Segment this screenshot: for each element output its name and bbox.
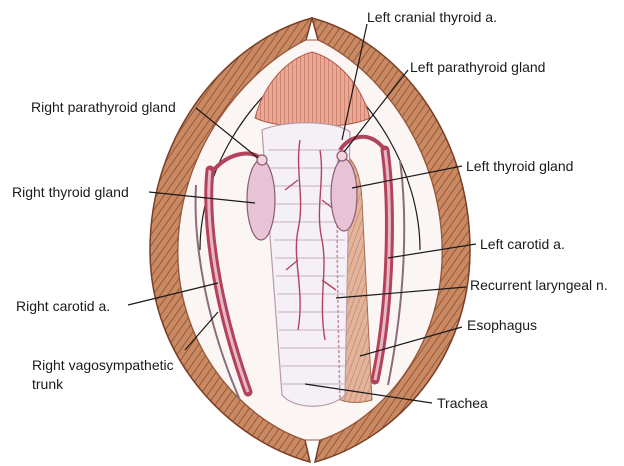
label-right-thyroid: Right thyroid gland [12,184,129,200]
label-right-parathyroid: Right parathyroid gland [31,99,176,115]
left-parathyroid-gland-shape [337,151,347,161]
label-trachea: Trachea [437,395,488,411]
right-thyroid-gland-shape [247,160,275,240]
right-parathyroid-gland-shape [257,155,267,165]
left-thyroid-gland-shape [331,159,357,231]
label-right-vagosympathetic-line2: trunk [32,376,64,392]
label-right-carotid: Right carotid a. [16,298,110,314]
label-left-carotid: Left carotid a. [480,236,565,252]
label-left-parathyroid: Left parathyroid gland [410,59,545,75]
label-left-thyroid: Left thyroid gland [466,158,573,174]
label-left-cranial-thyroid: Left cranial thyroid a. [367,9,497,25]
label-right-vagosympathetic-line1: Right vagosympathetic [32,357,174,373]
label-recurrent-laryngeal: Recurrent laryngeal n. [470,277,608,293]
label-esophagus: Esophagus [467,317,537,333]
